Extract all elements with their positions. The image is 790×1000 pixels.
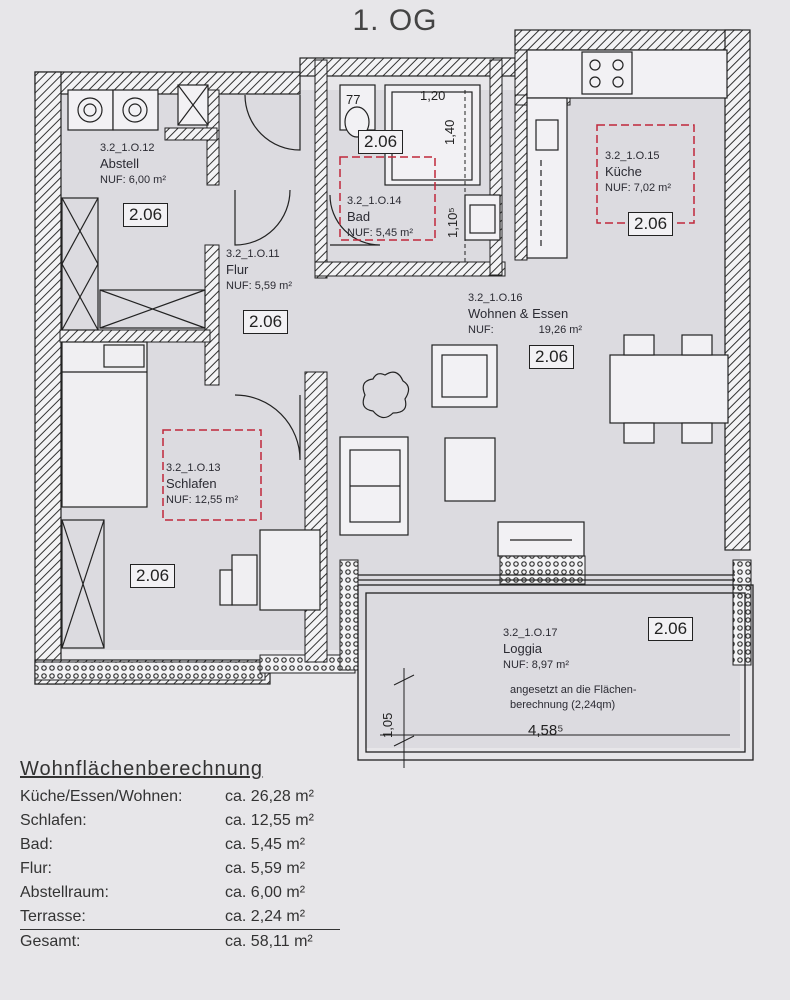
dim-bath-door: 77 bbox=[346, 92, 361, 107]
code-box-flur: 2.06 bbox=[243, 310, 289, 334]
room-name: Bad bbox=[347, 209, 371, 224]
code-box-loggia: 2.06 bbox=[648, 617, 694, 641]
row-value: ca. 12,55 m² bbox=[225, 812, 314, 829]
interior-walls bbox=[59, 49, 571, 663]
room-area: NUF: 8,97 m² bbox=[503, 659, 570, 671]
room-area: NUF: 12,55 m² bbox=[166, 494, 239, 506]
room-name: Wohnen & Essen bbox=[468, 306, 569, 321]
row-label: Küche/Essen/Wohnen: bbox=[20, 788, 183, 805]
room-label-abstell: 3.2_1.O.12 Abstell NUF: 6,00 m² bbox=[100, 140, 166, 188]
doors bbox=[234, 94, 381, 461]
room-number: 3.2_1.O.13 bbox=[166, 462, 221, 474]
loggia-note-line: angesetzt an die Flächen- bbox=[510, 684, 637, 696]
desk-chair bbox=[219, 529, 321, 611]
loggia-note-line: berechnung (2,24qm) bbox=[510, 699, 616, 711]
table-row: Bad: ca. 5,45 m² bbox=[20, 833, 340, 857]
table-row: Abstellraum: ca. 6,00 m² bbox=[20, 881, 340, 905]
row-label: Terrasse: bbox=[20, 908, 86, 925]
room-number: 3.2_1.O.17 bbox=[503, 627, 558, 639]
row-value: ca. 58,11 m² bbox=[225, 933, 313, 950]
room-label-wohnen: 3.2_1.O.16 Wohnen & Essen NUF: 19,26 m² bbox=[468, 290, 582, 338]
room-name: Schlafen bbox=[166, 476, 217, 491]
table-row: Flur: ca. 5,59 m² bbox=[20, 857, 340, 881]
table-row: Terrasse: ca. 2,24 m² bbox=[20, 905, 340, 930]
row-value: ca. 6,00 m² bbox=[225, 884, 306, 901]
bed bbox=[61, 341, 148, 508]
area-table-heading: Wohnflächenberechnung bbox=[20, 758, 264, 780]
code-box-wohnen: 2.06 bbox=[529, 345, 575, 369]
room-label-kueche: 3.2_1.O.15 Küche NUF: 7,02 m² bbox=[605, 148, 671, 196]
row-label: Abstellraum: bbox=[20, 884, 109, 901]
area-value: 19,26 m² bbox=[538, 324, 583, 336]
loggia-note: angesetzt an die Flächen- berechnung (2,… bbox=[510, 683, 637, 713]
room-area: NUF: 19,26 m² bbox=[468, 322, 582, 338]
code-box-kueche: 2.06 bbox=[628, 212, 674, 236]
dim-bath-width: 1,20 bbox=[420, 88, 446, 103]
insulation-strips bbox=[34, 555, 752, 681]
dim-shower: 1,10⁵ bbox=[445, 207, 460, 238]
room-number: 3.2_1.O.11 bbox=[226, 248, 280, 260]
room-number: 3.2_1.O.12 bbox=[100, 142, 155, 154]
table-row-total: Gesamt: ca. 58,11 m² bbox=[20, 930, 340, 954]
area-label: NUF: bbox=[468, 324, 494, 336]
code-box-abstell: 2.06 bbox=[123, 203, 169, 227]
row-value: ca. 26,28 m² bbox=[225, 788, 314, 805]
room-number: 3.2_1.O.16 bbox=[468, 292, 523, 304]
washer-dryer bbox=[67, 84, 209, 131]
room-area: NUF: 6,00 m² bbox=[100, 174, 167, 186]
room-label-schlafen: 3.2_1.O.13 Schlafen NUF: 12,55 m² bbox=[166, 460, 238, 508]
row-value: ca. 5,45 m² bbox=[225, 836, 306, 853]
room-name: Küche bbox=[605, 164, 642, 179]
room-area: NUF: 7,02 m² bbox=[605, 182, 672, 194]
row-label: Gesamt: bbox=[20, 933, 81, 950]
room-area: NUF: 5,45 m² bbox=[347, 227, 414, 239]
code-box-bad: 2.06 bbox=[358, 130, 404, 154]
room-label-flur: 3.2_1.O.11 Flur NUF: 5,59 m² bbox=[226, 246, 292, 294]
wardrobes bbox=[61, 197, 206, 649]
room-name: Loggia bbox=[503, 641, 543, 656]
room-area: NUF: 5,59 m² bbox=[226, 280, 293, 292]
room-number: 3.2_1.O.15 bbox=[605, 150, 660, 162]
row-label: Bad: bbox=[20, 836, 53, 853]
dim-loggia-depth: 1,05 bbox=[380, 712, 395, 738]
room-name: Abstell bbox=[100, 156, 140, 171]
room-name: Flur bbox=[226, 262, 249, 277]
floor-title: 1. OG bbox=[352, 4, 438, 37]
code-box-schlafen: 2.06 bbox=[130, 564, 176, 588]
table-row: Schlafen: ca. 12,55 m² bbox=[20, 809, 340, 833]
room-label-loggia: 3.2_1.O.17 Loggia NUF: 8,97 m² bbox=[503, 625, 569, 673]
row-value: ca. 2,24 m² bbox=[225, 908, 306, 925]
dim-loggia-width: 4,58⁵ bbox=[528, 722, 564, 739]
table-row: Küche/Essen/Wohnen: ca. 26,28 m² bbox=[20, 785, 340, 809]
room-number: 3.2_1.O.14 bbox=[347, 195, 402, 207]
area-calculation-table: Wohnflächenberechnung Küche/Essen/Wohnen… bbox=[20, 758, 340, 954]
dim-bath-depth: 1,40 bbox=[442, 119, 457, 145]
living-furniture bbox=[339, 344, 585, 557]
row-value: ca. 5,59 m² bbox=[225, 860, 306, 877]
loggia-frame bbox=[357, 574, 754, 761]
kitchen-fixtures bbox=[526, 49, 728, 259]
row-label: Schlafen: bbox=[20, 812, 87, 829]
room-label-bad: 3.2_1.O.14 Bad NUF: 5,45 m² bbox=[347, 193, 413, 241]
dimension-lines bbox=[380, 90, 730, 768]
dining-set bbox=[609, 334, 729, 444]
row-label: Flur: bbox=[20, 860, 52, 877]
